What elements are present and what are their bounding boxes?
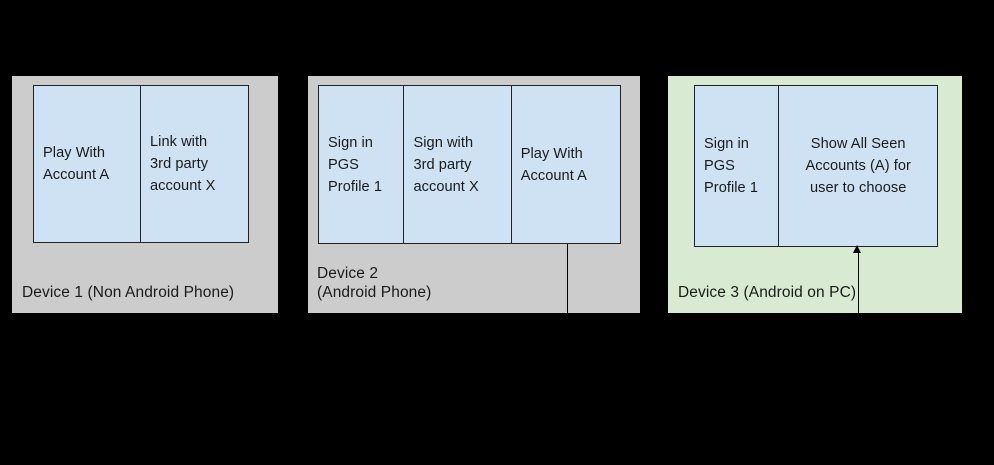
step-box[interactable]: Play With Account A <box>511 86 620 243</box>
device-panel-1-label: Device 1 (Non Android Phone) <box>22 284 235 301</box>
step-box[interactable]: Sign in PGS Profile 1 <box>695 86 780 246</box>
device3-inflow-line <box>858 250 859 313</box>
device-1-step-strip: Play With Account A Link with 3rd party … <box>33 85 249 243</box>
step-box[interactable]: Play With Account A <box>34 86 141 242</box>
step-box[interactable]: Show All Seen Accounts (A) for user to c… <box>779 86 937 246</box>
device-panel-3-label: Device 3 (Android on PC) <box>678 284 857 301</box>
device-2-step-strip: Sign in PGS Profile 1 Sign with 3rd part… <box>318 85 621 244</box>
device-3-step-strip: Sign in PGS Profile 1 Show All Seen Acco… <box>694 85 938 247</box>
device-panel-2-label: Device 2 (Android Phone) <box>317 265 432 301</box>
step-box[interactable]: Sign in PGS Profile 1 <box>319 86 405 243</box>
step-box[interactable]: Sign with 3rd party account X <box>404 86 512 243</box>
device2-outflow-line <box>567 244 568 313</box>
step-box[interactable]: Link with 3rd party account X <box>141 86 248 242</box>
device3-inflow-arrowhead <box>853 245 861 253</box>
